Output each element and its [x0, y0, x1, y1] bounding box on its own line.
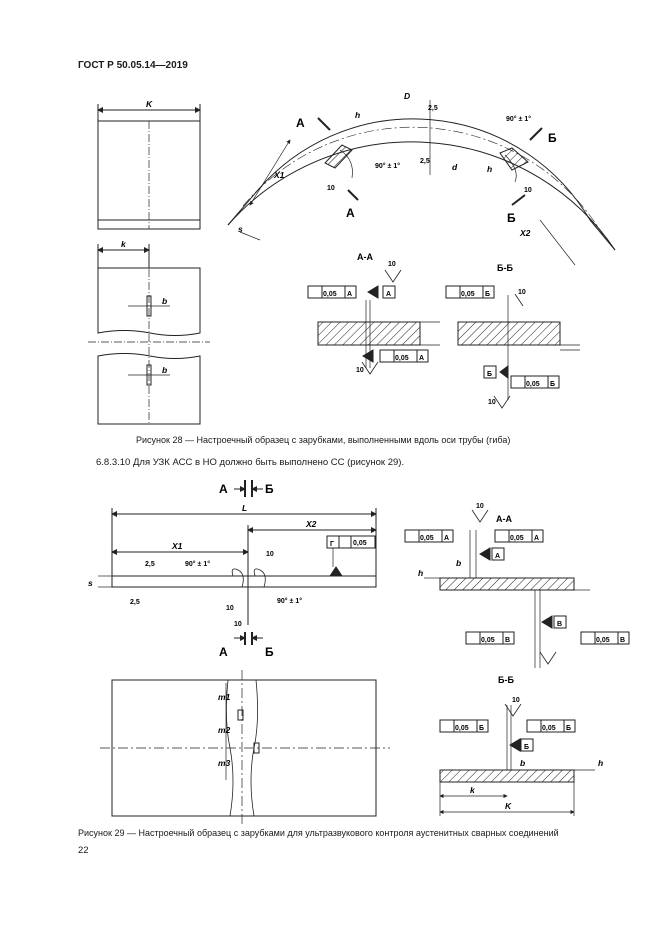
fig28-dim-k: k: [121, 239, 127, 249]
paragraph-6-8-3-10: 6.8.3.10 Для УЗК АСС в НО должно быть вы…: [96, 457, 405, 468]
fig28-dim-b: b: [162, 296, 167, 306]
fig29-dim-L: L: [242, 503, 247, 513]
fig28-dim-h2: h: [487, 164, 492, 174]
fig29-aa-tol-1: 0,05: [420, 535, 434, 542]
fig28-dim-X1: X1: [273, 170, 285, 180]
fig29-dim-m1: m1: [218, 692, 231, 702]
fig29-section-AA-title: А-А: [496, 514, 512, 524]
fig29-angle-1: 90° ± 1°: [185, 560, 210, 568]
fig28-aa-datum-bottom: А: [419, 355, 424, 362]
fig29-aa-datum-box-V: В: [557, 621, 562, 628]
fig28-dim-s: s: [238, 224, 243, 234]
fig29-dim-s: s: [88, 578, 93, 588]
fig29-bb-datum-1: Б: [479, 725, 484, 732]
fig29-angle-2: 90° ± 1°: [277, 597, 302, 605]
fig28-weld-10-f: 10: [488, 399, 496, 406]
fig28-angle-1: 90° ± 1°: [375, 162, 400, 170]
fig29-dim-X1: X1: [171, 541, 183, 551]
fig28-bb-tol-top: 0,05: [461, 291, 475, 298]
fig28-weld-10-a: 10: [327, 185, 335, 192]
fig28-section-BB-title: Б-Б: [497, 263, 513, 273]
fig29-bb-weld-10: 10: [512, 697, 520, 704]
fig29-bb-datum-2: Б: [566, 725, 571, 732]
fig28-roughness-1: 2,5: [428, 105, 438, 112]
fig29-section-A-bottom: А: [219, 645, 228, 659]
fig29-dim-m2: m2: [218, 725, 231, 735]
fig29-flatness-value: 0,05: [353, 540, 367, 547]
fig28-section-A-top: А: [296, 116, 305, 130]
figure29-drawing: [98, 480, 630, 826]
fig29-aa-datum-3: В: [505, 637, 510, 644]
figure28-drawing: [88, 100, 616, 425]
fig29-aa-datum-4: В: [620, 637, 625, 644]
fig29-bb-tol-2: 0,05: [542, 725, 556, 732]
fig29-dim-m3: m3: [218, 758, 231, 768]
fig28-dim-d: d: [452, 162, 458, 172]
fig28-section-A-bottom: А: [346, 206, 355, 220]
fig29-aa-tol-2: 0,05: [510, 535, 524, 542]
fig28-section-B-top: Б: [548, 131, 557, 145]
fig28-bb-datum-top: Б: [485, 291, 490, 298]
fig29-aa-datum-box-A: А: [495, 553, 500, 560]
fig29-aa-tol-3: 0,05: [481, 637, 495, 644]
fig28-dim-D: D: [404, 91, 410, 101]
fig29-bb-datum-box: Б: [524, 744, 529, 751]
fig29-datum-G: Г: [330, 541, 334, 548]
fig28-aa-tol-bottom: 0,05: [395, 355, 409, 362]
fig28-aa-tol-top: 0,05: [323, 291, 337, 298]
fig28-weld-10-e: 10: [518, 289, 526, 296]
fig29-roughness-1: 2,5: [145, 561, 155, 568]
fig29-aa-datum-2: А: [534, 535, 539, 542]
fig28-section-AA-title: А-А: [357, 252, 373, 262]
fig28-dim-X2: X2: [519, 228, 531, 238]
fig28-weld-10-b: 10: [524, 187, 532, 194]
fig29-section-B-top: Б: [265, 482, 274, 496]
fig28-weld-10-c: 10: [388, 261, 396, 268]
fig28-angle-2: 90° ± 1°: [506, 115, 531, 123]
fig29-bb-dim-k: k: [470, 785, 476, 795]
fig29-section-BB-title: Б-Б: [498, 675, 514, 685]
standard-header: ГОСТ Р 50.05.14—2019: [78, 60, 188, 71]
fig29-roughness-2: 2,5: [130, 599, 140, 606]
fig29-weld-10-b: 10: [226, 605, 234, 612]
fig28-dim-K: K: [146, 99, 153, 109]
page-number: 22: [78, 845, 89, 856]
fig28-bb-datum-box: Б: [487, 371, 492, 378]
fig29-section-A-top: А: [219, 482, 228, 496]
fig29-aa-dim-h: h: [418, 568, 423, 578]
fig29-section-B-bottom: Б: [265, 645, 274, 659]
fig29-weld-10-c: 10: [234, 621, 242, 628]
fig29-dim-X2: X2: [305, 519, 317, 529]
fig29-aa-weld-10: 10: [476, 503, 484, 510]
fig29-weld-10-a: 10: [266, 551, 274, 558]
figure28-caption: Рисунок 28 — Настроечный образец с заруб…: [136, 435, 511, 445]
fig28-bb-datum-bottom: Б: [550, 381, 555, 388]
fig29-bb-tol-1: 0,05: [455, 725, 469, 732]
fig28-weld-10-d: 10: [356, 367, 364, 374]
fig29-bb-dim-K: K: [505, 801, 512, 811]
fig28-dim-h: h: [355, 110, 360, 120]
fig28-aa-datum-box: А: [386, 291, 391, 298]
fig29-aa-dim-b: b: [456, 558, 461, 568]
fig29-bb-dim-b: b: [520, 758, 525, 768]
fig28-dim-b2: b: [162, 365, 167, 375]
fig29-bb-dim-h: h: [598, 758, 603, 768]
fig28-aa-datum-top: А: [347, 291, 352, 298]
fig29-aa-tol-4: 0,05: [596, 637, 610, 644]
fig28-bb-tol-bottom: 0,05: [526, 381, 540, 388]
fig28-roughness-2: 2,5: [420, 158, 430, 165]
figure29-caption: Рисунок 29 — Настроечный образец с заруб…: [78, 828, 559, 838]
fig28-section-B-bottom: Б: [507, 211, 516, 225]
fig29-aa-datum-1: А: [444, 535, 449, 542]
